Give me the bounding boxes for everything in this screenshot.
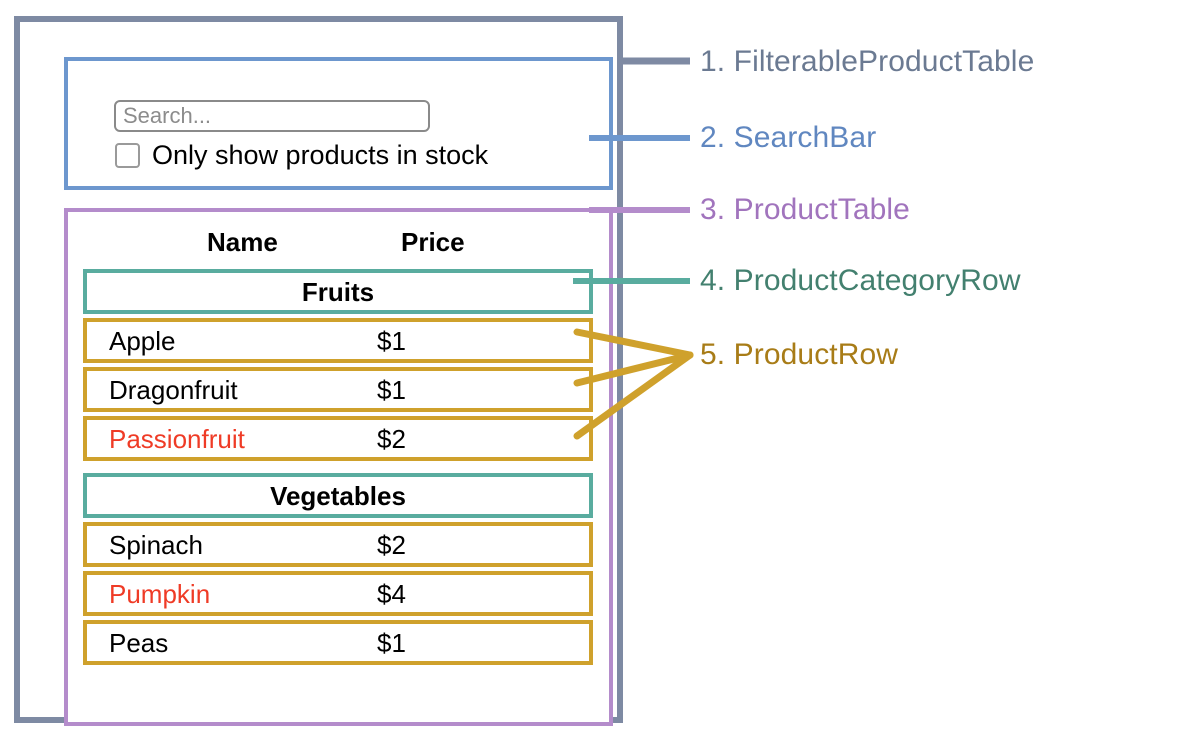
legend-label-5: ProductRow bbox=[733, 338, 899, 371]
product-row-name: Pumpkin bbox=[109, 578, 211, 609]
legend-label-1: FilterableProductTable bbox=[733, 45, 1035, 78]
legend-item-product-table: 3. ProductTable bbox=[700, 195, 910, 225]
product-row-price: $2 bbox=[377, 423, 406, 454]
column-header-price: Price bbox=[401, 227, 465, 257]
product-category-row: Fruits bbox=[83, 269, 593, 314]
product-row-price: $1 bbox=[377, 374, 406, 405]
legend-number-5: 5. bbox=[700, 338, 734, 371]
legend-label-2: SearchBar bbox=[733, 121, 877, 154]
search-bar-container: Only show products in stock bbox=[64, 57, 613, 190]
filterable-product-table-container: Only show products in stock Name Price F… bbox=[14, 16, 623, 726]
search-input[interactable] bbox=[114, 100, 430, 132]
legend-item-product-row: 5. ProductRow bbox=[700, 340, 898, 370]
product-row[interactable]: Apple $1 bbox=[83, 318, 593, 363]
legend-item-product-category-row: 4. ProductCategoryRow bbox=[700, 266, 1021, 296]
product-table-body: Fruits Apple $1 Dragonfruit $1 Passionfr… bbox=[83, 269, 593, 669]
in-stock-filter-row[interactable]: Only show products in stock bbox=[115, 142, 488, 169]
product-row-price: $1 bbox=[377, 325, 406, 356]
product-category-label: Fruits bbox=[301, 276, 375, 307]
product-row[interactable]: Peas $1 bbox=[83, 620, 593, 665]
legend-number-3: 3. bbox=[700, 193, 734, 226]
legend-label-3: ProductTable bbox=[733, 193, 910, 226]
product-row[interactable]: Pumpkin $4 bbox=[83, 571, 593, 616]
product-row-name: Apple bbox=[109, 325, 176, 356]
legend-item-search-bar: 2. SearchBar bbox=[700, 123, 876, 153]
product-table-container: Name Price Fruits Apple $1 Dragonfruit $… bbox=[64, 208, 613, 726]
legend-number-4: 4. bbox=[700, 264, 734, 297]
product-category-row: Vegetables bbox=[83, 473, 593, 518]
product-row[interactable]: Dragonfruit $1 bbox=[83, 367, 593, 412]
column-header-name: Name bbox=[207, 227, 278, 257]
product-row-price: $1 bbox=[377, 627, 406, 658]
product-row-name: Passionfruit bbox=[109, 423, 245, 454]
product-row-price: $4 bbox=[377, 578, 406, 609]
product-row-name: Spinach bbox=[109, 529, 203, 560]
product-table-header: Name Price bbox=[68, 222, 609, 262]
section-spacer bbox=[83, 465, 593, 473]
legend-number-1: 1. bbox=[700, 45, 734, 78]
in-stock-checkbox-label: Only show products in stock bbox=[152, 140, 489, 170]
legend-item-filterable-product-table: 1. FilterableProductTable bbox=[700, 47, 1034, 77]
product-row-name: Peas bbox=[109, 627, 169, 658]
product-row[interactable]: Passionfruit $2 bbox=[83, 416, 593, 461]
in-stock-checkbox[interactable] bbox=[115, 143, 140, 168]
product-row-price: $2 bbox=[377, 529, 406, 560]
product-row[interactable]: Spinach $2 bbox=[83, 522, 593, 567]
legend-number-2: 2. bbox=[700, 121, 734, 154]
product-row-name: Dragonfruit bbox=[109, 374, 238, 405]
product-category-label: Vegetables bbox=[270, 480, 406, 511]
legend-label-4: ProductCategoryRow bbox=[733, 264, 1021, 297]
